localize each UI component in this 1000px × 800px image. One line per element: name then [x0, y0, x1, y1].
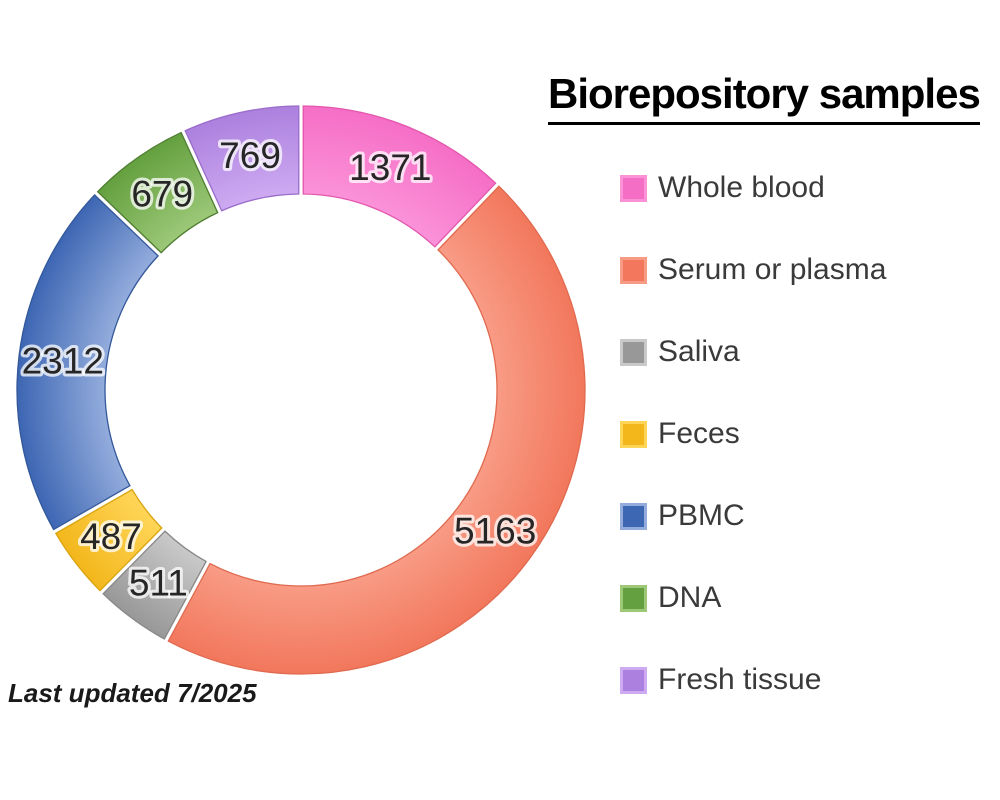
slice-value-label: 1371: [349, 147, 431, 188]
slice-fresh-tissue: [184, 105, 300, 212]
slice-feces: [54, 488, 163, 592]
legend-swatch-whole-blood: [620, 174, 647, 202]
legend-label: Fresh tissue: [658, 663, 822, 696]
slice-value-label: 679: [131, 174, 193, 215]
legend-label: DNA: [658, 581, 722, 614]
slice-value-label: 769: [219, 135, 281, 176]
slice-pbmc: [16, 193, 160, 531]
legend-label: Serum or plasma: [658, 253, 887, 286]
legend-swatch-pbmc: [620, 502, 647, 530]
slice-dna: [96, 131, 219, 254]
legend-label: Saliva: [658, 335, 740, 368]
slice-serum-or-plasma: [167, 185, 586, 675]
legend-label: PBMC: [658, 499, 745, 532]
legend: Whole blood Serum or plasma Saliva Feces…: [620, 171, 887, 747]
legend-item-feces: Feces: [620, 417, 886, 450]
legend-item-serum-or-plasma: Serum or plasma: [620, 253, 887, 286]
chart-title: Biorepository samples: [548, 70, 981, 125]
legend-item-whole-blood: Whole blood: [620, 171, 886, 204]
legend-swatch-feces: [620, 420, 647, 448]
slice-saliva: [102, 530, 207, 640]
legend-label: Feces: [658, 417, 740, 450]
slice-value-label: 2312: [22, 340, 104, 381]
legend-swatch-dna: [620, 584, 647, 612]
slice-value-label: 511: [129, 563, 188, 604]
slice-whole-blood: [302, 105, 497, 248]
legend-item-fresh-tissue: Fresh tissue: [620, 663, 886, 696]
legend-swatch-saliva: [620, 338, 647, 366]
legend-item-pbmc: PBMC: [620, 499, 886, 532]
last-updated-note: Last updated 7/2025: [8, 678, 257, 708]
legend-item-saliva: Saliva: [620, 335, 886, 368]
chart-title-text: Biorepository samples: [548, 70, 981, 125]
slice-value-label: 5163: [454, 511, 536, 552]
slice-value-label: 487: [80, 516, 142, 557]
legend-label: Whole blood: [658, 171, 825, 204]
legend-item-dna: DNA: [620, 581, 886, 614]
donut-chart: 1371 5163 511 487 2312 679 769: [16, 105, 586, 675]
legend-swatch-serum-or-plasma: [620, 256, 647, 284]
legend-swatch-fresh-tissue: [620, 666, 647, 694]
